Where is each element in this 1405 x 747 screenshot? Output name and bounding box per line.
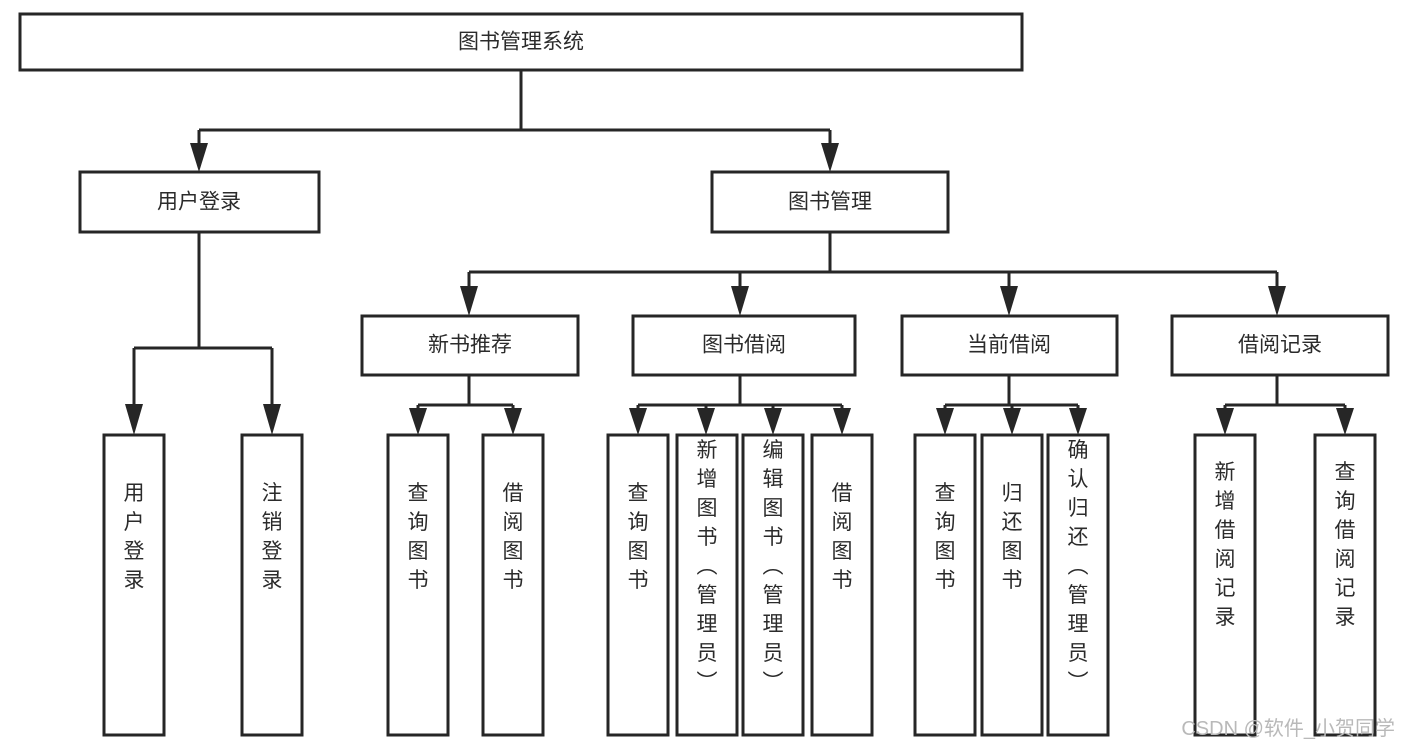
node-new-book-recommend-box[interactable]: [360, 314, 580, 377]
leaf-confirm-return[interactable]: 确认归还︵管理员︶: [1046, 433, 1110, 737]
arrowhead-leaf-add-book: [697, 408, 715, 435]
node-new-book-recommend-label: 新书推荐: [428, 334, 512, 357]
leaf-user-logout-box[interactable]: [240, 433, 304, 737]
leaf-borrow-book-2-box[interactable]: [810, 433, 874, 737]
leaf-add-record-box[interactable]: [1193, 433, 1257, 737]
leaf-query-record-label: 查询借阅记录: [1335, 461, 1356, 629]
node-user-login-label: 用户登录: [157, 191, 241, 214]
leaf-borrow-book-1[interactable]: 借阅图书: [481, 433, 545, 737]
leaf-query-book-1[interactable]: 查询图书: [386, 433, 450, 737]
leaf-borrow-book-1-label: 借阅图书: [503, 482, 524, 592]
leaf-confirm-return-label: 确认归还︵管理员︶: [1068, 439, 1089, 694]
arrowhead-current-borrow: [1000, 286, 1018, 316]
leaf-user-logout-label: 注销登录: [262, 482, 283, 592]
arrowhead-leaf-query-record: [1336, 408, 1354, 435]
leaf-user-logout[interactable]: 注销登录: [240, 433, 304, 737]
node-borrow-record[interactable]: 借阅记录: [1170, 314, 1390, 377]
arrowhead-leaf-add-record: [1216, 408, 1234, 435]
leaf-user-login-box[interactable]: [102, 433, 166, 737]
node-user-login-box[interactable]: [78, 170, 321, 234]
arrowhead-book-borrow: [731, 286, 749, 316]
leaf-add-book[interactable]: 新增图书︵管理员︶: [675, 433, 739, 737]
arrowhead-new-book-recommend: [460, 286, 478, 316]
leaf-edit-book-label: 编辑图书︵管理员︶: [763, 439, 784, 694]
leaf-return-book[interactable]: 归还图书: [980, 433, 1044, 737]
leaf-query-book-3[interactable]: 查询图书: [913, 433, 977, 737]
leaf-confirm-return-box[interactable]: [1046, 433, 1110, 737]
node-root-label: 图书管理系统: [458, 31, 584, 54]
leaf-query-book-3-box[interactable]: [913, 433, 977, 737]
arrowhead-leaf-confirm-return: [1069, 408, 1087, 435]
node-current-borrow[interactable]: 当前借阅: [900, 314, 1119, 377]
node-user-login[interactable]: 用户登录: [78, 170, 321, 234]
arrowhead-leaf-query-book-3: [936, 408, 954, 435]
leaf-query-book-2[interactable]: 查询图书: [606, 433, 670, 737]
leaf-user-login[interactable]: 用户登录: [102, 433, 166, 737]
arrowhead-leaf-query-book-1: [409, 408, 427, 435]
node-book-manage[interactable]: 图书管理: [710, 170, 950, 234]
leaf-edit-book[interactable]: 编辑图书︵管理员︶: [741, 433, 805, 737]
arrowhead-leaf-return-book: [1003, 408, 1021, 435]
node-book-manage-label: 图书管理: [788, 191, 872, 214]
arrowhead-leaf-edit-book: [764, 408, 782, 435]
connector-layer: [125, 70, 1354, 435]
node-book-manage-box[interactable]: [710, 170, 950, 234]
arrowhead-leaf-user-logout: [263, 404, 281, 435]
arrowhead-user-login: [190, 143, 208, 172]
leaf-edit-book-box[interactable]: [741, 433, 805, 737]
node-book-borrow-label: 图书借阅: [702, 334, 786, 357]
node-root-box[interactable]: [18, 12, 1024, 72]
node-book-borrow[interactable]: 图书借阅: [631, 314, 857, 377]
leaf-query-book-2-label: 查询图书: [628, 482, 649, 592]
arrowhead-leaf-user-login: [125, 404, 143, 435]
leaf-return-book-box[interactable]: [980, 433, 1044, 737]
node-current-borrow-box[interactable]: [900, 314, 1119, 377]
leaf-borrow-book-2-label: 借阅图书: [832, 482, 853, 592]
arrowhead-leaf-borrow-book-2: [833, 408, 851, 435]
arrowhead-book-manage: [821, 143, 839, 172]
node-book-borrow-box[interactable]: [631, 314, 857, 377]
node-root[interactable]: 图书管理系统: [18, 12, 1024, 72]
leaf-query-book-1-box[interactable]: [386, 433, 450, 737]
leaf-borrow-book-1-box[interactable]: [481, 433, 545, 737]
arrowhead-leaf-borrow-book-1: [504, 408, 522, 435]
leaf-return-book-label: 归还图书: [1002, 482, 1023, 592]
arrowhead-leaf-query-book-2: [629, 408, 647, 435]
leaf-query-record-box[interactable]: [1313, 433, 1377, 737]
leaf-query-record[interactable]: 查询借阅记录: [1313, 433, 1377, 737]
node-new-book-recommend[interactable]: 新书推荐: [360, 314, 580, 377]
leaf-add-book-box[interactable]: [675, 433, 739, 737]
csdn-watermark: CSDN @软件_小贺同学: [1181, 717, 1395, 740]
leaf-query-book-3-label: 查询图书: [935, 482, 956, 592]
leaf-add-record[interactable]: 新增借阅记录: [1193, 433, 1257, 737]
leaf-user-login-label: 用户登录: [124, 482, 145, 592]
leaf-query-book-2-box[interactable]: [606, 433, 670, 737]
leaf-query-book-1-label: 查询图书: [408, 482, 429, 592]
leaf-borrow-book-2[interactable]: 借阅图书: [810, 433, 874, 737]
leaf-add-record-label: 新增借阅记录: [1215, 461, 1236, 629]
node-borrow-record-box[interactable]: [1170, 314, 1390, 377]
node-current-borrow-label: 当前借阅: [967, 334, 1051, 357]
node-borrow-record-label: 借阅记录: [1238, 334, 1322, 357]
leaf-add-book-label: 新增图书︵管理员︶: [697, 439, 718, 694]
arrowhead-borrow-record: [1268, 286, 1286, 316]
